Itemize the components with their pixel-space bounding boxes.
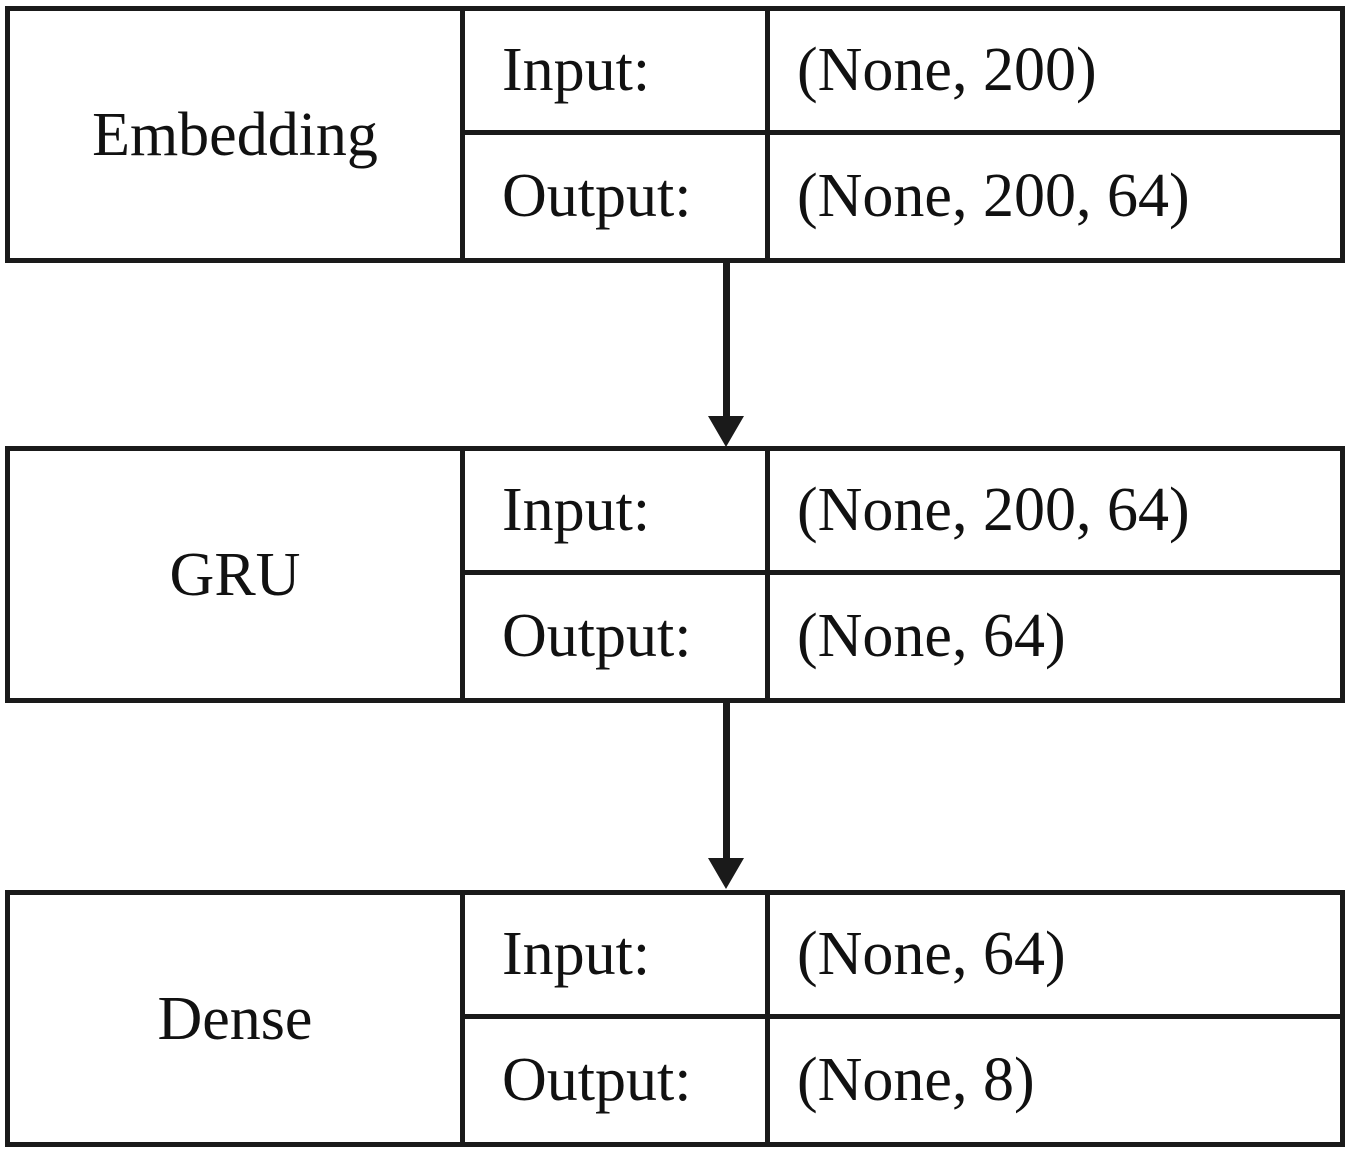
layer-box-embedding: Embedding Input: (None, 200) Output: (No… xyxy=(5,6,1345,263)
arrow-down-icon xyxy=(708,416,744,447)
layer-box-gru: GRU Input: (None, 200, 64) Output: (None… xyxy=(5,446,1345,703)
input-shape-value: (None, 64) xyxy=(770,895,1340,1019)
layer-box-dense: Dense Input: (None, 64) Output: (None, 8… xyxy=(5,890,1345,1147)
input-shape-value: (None, 200, 64) xyxy=(770,451,1340,575)
layer-name: GRU xyxy=(10,451,465,698)
input-label: Input: xyxy=(465,451,770,575)
arrow-line xyxy=(722,701,730,858)
output-label: Output: xyxy=(465,1018,770,1142)
connector-embedding-to-gru xyxy=(706,261,746,447)
output-label: Output: xyxy=(465,574,770,698)
layer-name: Dense xyxy=(10,895,465,1142)
arrow-down-icon xyxy=(708,858,744,889)
input-shape-value: (None, 200) xyxy=(770,11,1340,135)
input-label: Input: xyxy=(465,11,770,135)
arrow-line xyxy=(722,261,730,416)
connector-gru-to-dense xyxy=(706,701,746,889)
output-shape-value: (None, 200, 64) xyxy=(797,162,1190,231)
layer-name: Embedding xyxy=(10,11,465,258)
output-shape-value: (None, 64) xyxy=(797,602,1066,671)
output-shape-value: (None, 8) xyxy=(797,1046,1035,1115)
output-label: Output: xyxy=(465,134,770,258)
input-label: Input: xyxy=(465,895,770,1019)
